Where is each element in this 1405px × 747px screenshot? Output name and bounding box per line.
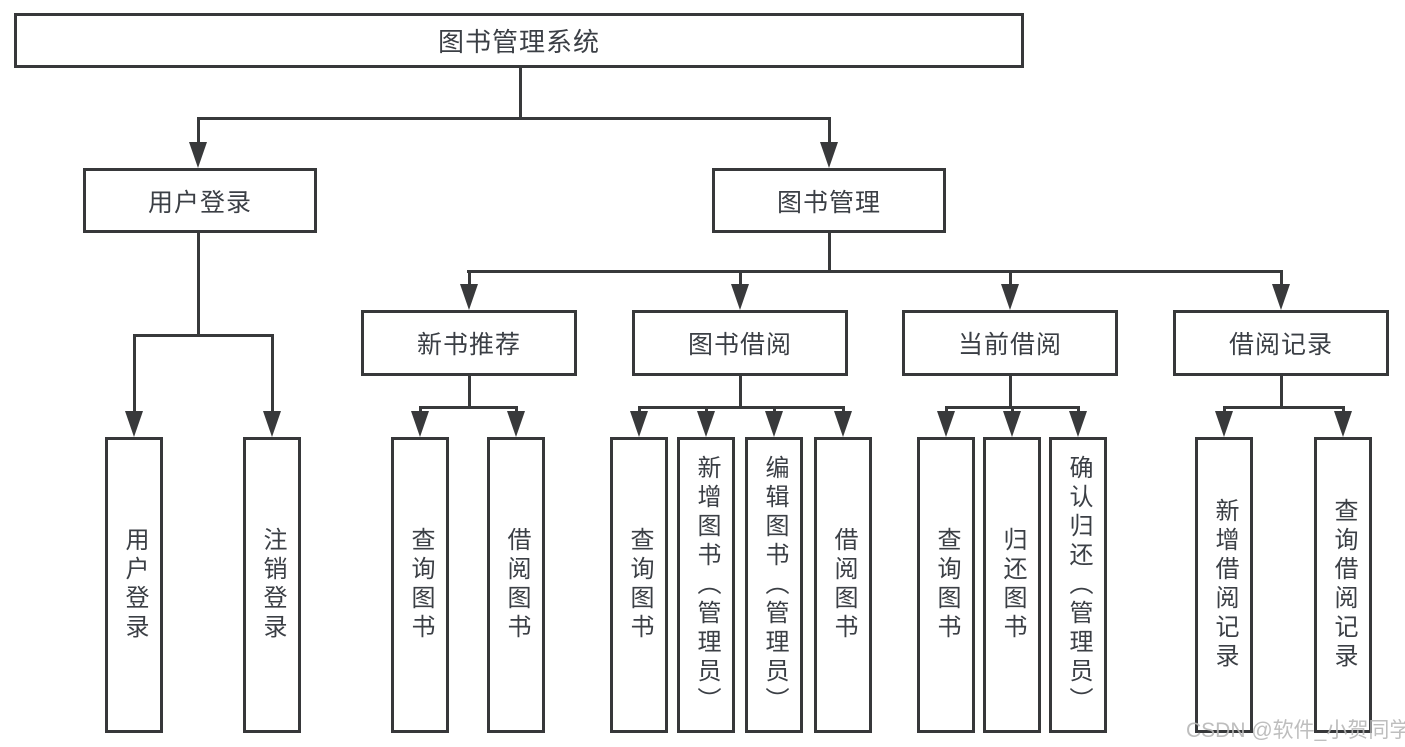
connector-line	[739, 270, 742, 288]
connector-arrowhead	[460, 284, 478, 310]
connector-arrowhead	[834, 411, 852, 437]
leaf-logout: 注销登录	[243, 437, 301, 733]
connector-arrowhead	[189, 142, 207, 168]
connector-line	[133, 334, 274, 337]
connector-line	[1009, 375, 1012, 409]
connector-line	[197, 117, 831, 120]
connector-line	[519, 67, 522, 119]
connector-arrowhead	[765, 411, 783, 437]
connector-line	[739, 375, 742, 409]
leaf-add-books-admin: 新增图书（管理员）	[677, 437, 735, 733]
csdn-watermark: CSDN @软件_小贺同学	[1186, 719, 1405, 742]
connector-line	[828, 117, 831, 147]
connector-arrowhead	[1001, 284, 1019, 310]
leaf-edit-books-admin: 编辑图书（管理员）	[745, 437, 803, 733]
connector-arrowhead	[1272, 284, 1290, 310]
connector-line	[828, 232, 831, 272]
connector-arrowhead	[1069, 411, 1087, 437]
leaf-borrow-books: 借阅图书	[814, 437, 872, 733]
leaf-add-borrow-record: 新增借阅记录	[1195, 437, 1253, 733]
connector-arrowhead	[937, 411, 955, 437]
leaf-return-books: 归还图书	[983, 437, 1041, 733]
connector-line	[1009, 270, 1012, 288]
leaf-user-login: 用户登录	[105, 437, 163, 733]
connector-arrowhead	[507, 411, 525, 437]
node-library-management-system: 图书管理系统	[14, 13, 1024, 68]
connector-arrowhead	[630, 411, 648, 437]
leaf-query-books: 查询图书	[391, 437, 449, 733]
connector-arrowhead	[125, 411, 143, 437]
connector-line	[419, 406, 518, 409]
connector-arrowhead	[263, 411, 281, 437]
connector-line	[197, 117, 200, 147]
leaf-query-books: 查询图书	[917, 437, 975, 733]
leaf-query-borrow-record: 查询借阅记录	[1314, 437, 1372, 733]
connector-line	[1280, 270, 1283, 288]
connector-line	[467, 270, 1283, 273]
node-current-borrowing: 当前借阅	[902, 310, 1118, 376]
connector-arrowhead	[411, 411, 429, 437]
node-new-book-recommendation: 新书推荐	[361, 310, 577, 376]
connector-line	[1223, 406, 1345, 409]
connector-line	[468, 270, 471, 288]
leaf-confirm-return-admin: 确认归还（管理员）	[1049, 437, 1107, 733]
node-borrowing-records: 借阅记录	[1173, 310, 1389, 376]
connector-arrowhead	[731, 284, 749, 310]
connector-line	[1280, 375, 1283, 409]
leaf-query-books: 查询图书	[610, 437, 668, 733]
node-book-borrowing: 图书借阅	[632, 310, 848, 376]
connector-arrowhead	[1215, 411, 1233, 437]
connector-arrowhead	[1003, 411, 1021, 437]
connector-line	[468, 375, 471, 409]
connector-line	[271, 334, 274, 416]
leaf-borrow-books: 借阅图书	[487, 437, 545, 733]
connector-line	[197, 232, 200, 336]
connector-arrowhead	[820, 142, 838, 168]
node-user-login: 用户登录	[83, 168, 317, 233]
node-book-management: 图书管理	[712, 168, 946, 233]
connector-arrowhead	[1334, 411, 1352, 437]
connector-arrowhead	[697, 411, 715, 437]
connector-line	[638, 406, 845, 409]
connector-line	[133, 334, 136, 416]
